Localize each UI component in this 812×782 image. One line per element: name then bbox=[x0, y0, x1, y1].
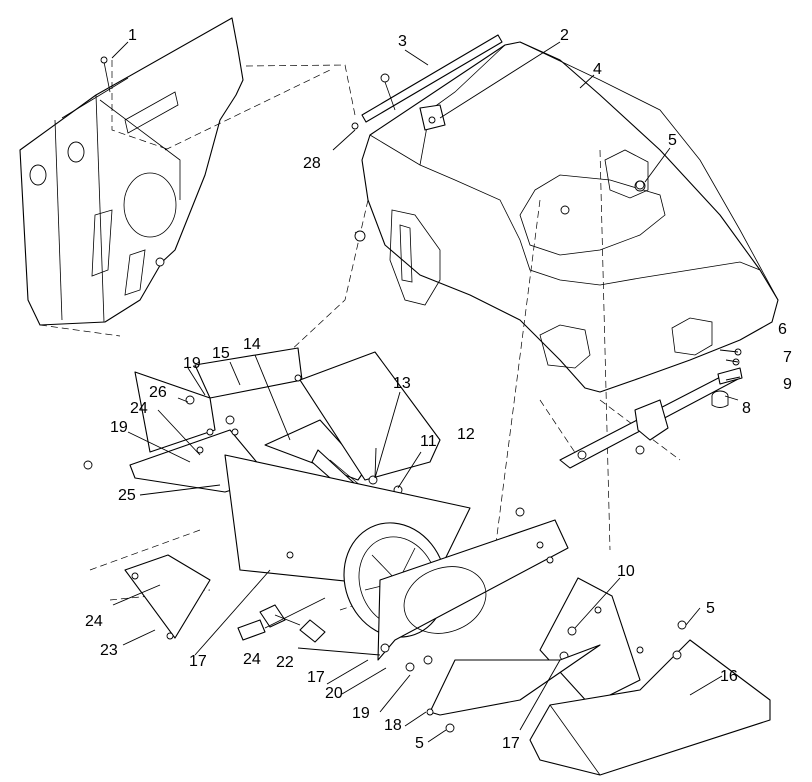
callout-4: 4 bbox=[593, 61, 602, 78]
lower-mount-18 bbox=[380, 643, 601, 733]
callout-18: 18 bbox=[384, 717, 402, 734]
strip-part bbox=[361, 34, 503, 131]
callout-7: 7 bbox=[783, 349, 792, 366]
hood-support-rod bbox=[559, 348, 743, 469]
callout-9: 9 bbox=[783, 376, 792, 393]
callout-5-bottom: 5 bbox=[415, 735, 424, 752]
callout-23: 23 bbox=[100, 642, 118, 659]
callout-15: 15 bbox=[212, 345, 230, 362]
callout-17-left: 17 bbox=[189, 653, 207, 670]
callout-20: 20 bbox=[325, 685, 343, 702]
callout-6: 6 bbox=[778, 321, 787, 338]
callout-17-middle: 17 bbox=[307, 669, 325, 686]
callout-5-right: 5 bbox=[706, 600, 715, 617]
fan-shroud-plate bbox=[377, 507, 569, 661]
callout-17-right: 17 bbox=[502, 735, 520, 752]
callout-25: 25 bbox=[118, 487, 136, 504]
callout-24-middle: 24 bbox=[243, 651, 261, 668]
callout-5-top: 5 bbox=[668, 132, 677, 149]
callout-24-left: 24 bbox=[130, 400, 148, 417]
callout-8: 8 bbox=[742, 400, 751, 417]
callout-10: 10 bbox=[617, 563, 635, 580]
callout-11: 11 bbox=[420, 433, 437, 450]
callout-19-bottom: 19 bbox=[352, 705, 370, 722]
callout-1: 1 bbox=[128, 27, 137, 44]
callout-16: 16 bbox=[720, 668, 738, 685]
tray-16 bbox=[529, 620, 771, 776]
bracket-23 bbox=[124, 554, 211, 640]
callout-13: 13 bbox=[393, 375, 411, 392]
callout-26: 26 bbox=[149, 384, 167, 401]
callout-19-top: 19 bbox=[183, 355, 201, 372]
bracket-10 bbox=[539, 577, 641, 706]
callout-19-left: 19 bbox=[110, 419, 128, 436]
hood-hardware bbox=[100, 56, 645, 242]
callout-12: 12 bbox=[457, 426, 475, 443]
callout-28: 28 bbox=[303, 155, 321, 172]
callout-22: 22 bbox=[276, 654, 294, 671]
callout-2: 2 bbox=[560, 27, 569, 44]
callout-3: 3 bbox=[398, 33, 407, 50]
frame-side-panel bbox=[19, 17, 244, 326]
callout-labels: 1 2 3 4 5 5 5 6 7 8 9 10 11 12 13 14 15 … bbox=[85, 27, 792, 752]
callout-14: 14 bbox=[243, 336, 261, 353]
hood-cover bbox=[361, 41, 779, 393]
callout-24-lower-left: 24 bbox=[85, 613, 103, 630]
leader-lines bbox=[111, 41, 741, 743]
